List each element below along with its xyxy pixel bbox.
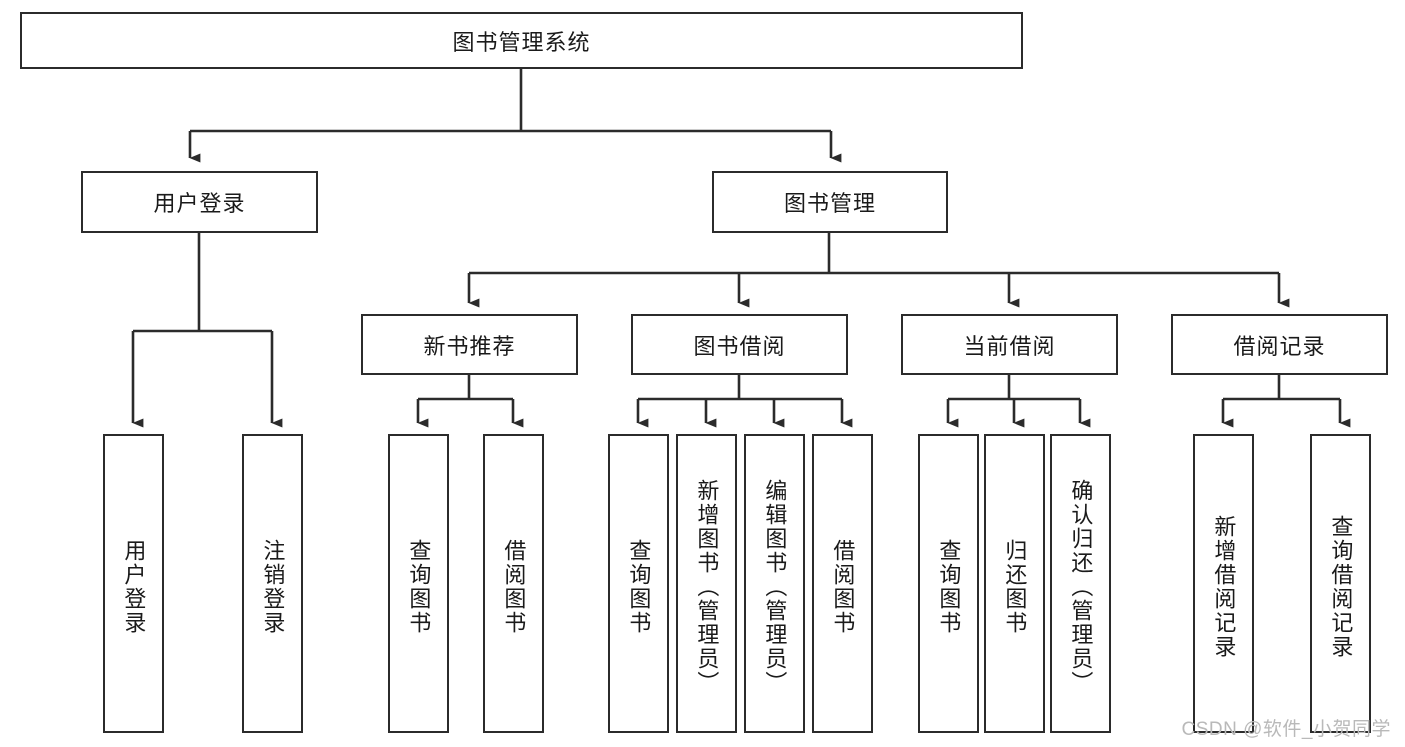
node-root-label: 图书管理系统: [452, 29, 591, 55]
leaf-recommend-borrow-book[interactable]: 借阅图书: [483, 434, 544, 733]
node-book-management-label: 图书管理: [783, 191, 876, 216]
node-book-management[interactable]: 图书管理: [712, 171, 948, 233]
node-new-book-recommend-label: 新书推荐: [423, 333, 516, 359]
leaf-user-login-label: 用户登录: [121, 538, 147, 635]
leaf-add-borrow-record-label: 新增借阅记录: [1211, 514, 1237, 659]
leaf-borrow-query-book-label: 查询图书: [626, 538, 652, 635]
leaf-add-borrow-record[interactable]: 新增借阅记录: [1193, 434, 1254, 733]
node-book-borrow-label: 图书借阅: [693, 333, 786, 359]
node-current-borrow[interactable]: 当前借阅: [901, 314, 1118, 375]
leaf-confirm-return-admin-label: 确认归还（管理员）: [1068, 478, 1094, 695]
leaf-borrow-book[interactable]: 借阅图书: [812, 434, 873, 733]
leaf-borrow-query-book[interactable]: 查询图书: [608, 434, 669, 733]
leaf-confirm-return-admin[interactable]: 确认归还（管理员）: [1050, 434, 1111, 733]
node-borrow-record-label: 借阅记录: [1233, 333, 1326, 359]
leaf-current-query-book[interactable]: 查询图书: [918, 434, 979, 733]
node-borrow-record[interactable]: 借阅记录: [1171, 314, 1388, 375]
node-new-book-recommend[interactable]: 新书推荐: [361, 314, 578, 375]
leaf-return-book[interactable]: 归还图书: [984, 434, 1045, 733]
leaf-query-borrow-record[interactable]: 查询借阅记录: [1310, 434, 1371, 733]
leaf-add-book-admin[interactable]: 新增图书（管理员）: [676, 434, 737, 733]
leaf-recommend-borrow-book-label: 借阅图书: [501, 538, 527, 635]
leaf-edit-book-admin-label: 编辑图书（管理员）: [762, 478, 788, 695]
leaf-edit-book-admin[interactable]: 编辑图书（管理员）: [744, 434, 805, 733]
node-root[interactable]: 图书管理系统: [20, 12, 1023, 69]
node-user-login-label: 用户登录: [153, 191, 246, 216]
leaf-recommend-query-book[interactable]: 查询图书: [388, 434, 449, 733]
leaf-logout-login-label: 注销登录: [260, 538, 286, 635]
leaf-logout-login[interactable]: 注销登录: [242, 434, 303, 733]
node-book-borrow[interactable]: 图书借阅: [631, 314, 848, 375]
leaf-recommend-query-book-label: 查询图书: [406, 538, 432, 635]
leaf-user-login[interactable]: 用户登录: [103, 434, 164, 733]
node-current-borrow-label: 当前借阅: [963, 333, 1056, 359]
node-user-login[interactable]: 用户登录: [81, 171, 318, 233]
leaf-current-query-book-label: 查询图书: [936, 538, 962, 635]
leaf-add-book-admin-label: 新增图书（管理员）: [694, 478, 720, 695]
leaf-borrow-book-label: 借阅图书: [830, 538, 856, 635]
leaf-return-book-label: 归还图书: [1002, 538, 1028, 635]
leaf-query-borrow-record-label: 查询借阅记录: [1328, 514, 1354, 659]
